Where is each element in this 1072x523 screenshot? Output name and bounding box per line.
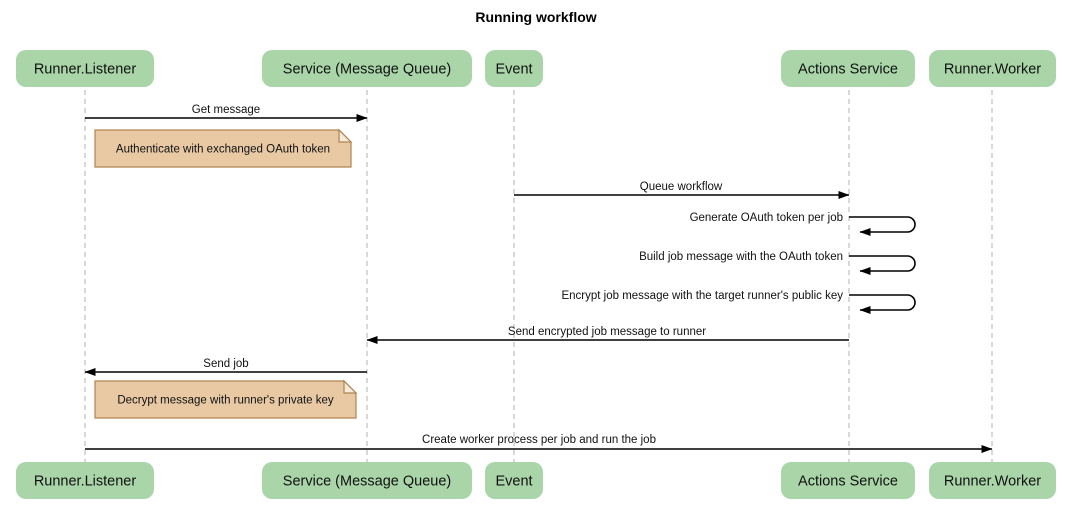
note-fold-corner-icon xyxy=(338,128,353,143)
diagram-title: Running workflow xyxy=(475,9,596,25)
participant-actions-service-top[interactable]: Actions Service xyxy=(781,50,915,87)
message-build-job-message-with-the-oauth-token[interactable]: Build job message with the OAuth token xyxy=(639,251,916,275)
message-label: Create worker process per job and run th… xyxy=(422,434,656,446)
participant-box xyxy=(16,50,154,87)
message-label: Generate OAuth token per job xyxy=(690,212,843,224)
note-authenticate-with-exchanged-oauth-token[interactable]: Authenticate with exchanged OAuth token xyxy=(94,128,353,168)
lifelines-group xyxy=(84,90,993,462)
participant-box xyxy=(485,50,543,87)
participant-box xyxy=(929,462,1056,499)
participant-label: Actions Service xyxy=(798,61,898,77)
participant-box xyxy=(781,462,915,499)
message-label: Get message xyxy=(192,104,260,116)
participant-box xyxy=(781,50,915,87)
participant-label: Runner.Worker xyxy=(944,61,1041,77)
message-label: Send encrypted job message to runner xyxy=(508,326,706,338)
participant-service-message-queue-bottom[interactable]: Service (Message Queue) xyxy=(262,462,472,499)
note-fold-corner-icon xyxy=(343,379,358,394)
participant-label: Actions Service xyxy=(798,473,898,489)
note-label: Decrypt message with runner's private ke… xyxy=(117,395,334,407)
participant-label: Service (Message Queue) xyxy=(283,473,451,489)
self-loop-path xyxy=(849,216,916,236)
message-label: Build job message with the OAuth token xyxy=(639,251,843,263)
participants-bottom-group: Runner.Listener Service (Message Queue) Ev… xyxy=(16,462,1056,499)
message-get-message[interactable]: Get message xyxy=(85,104,368,122)
participant-box xyxy=(16,462,154,499)
participant-label: Service (Message Queue) xyxy=(283,61,451,77)
participant-service-message-queue-top[interactable]: Service (Message Queue) xyxy=(262,50,472,87)
self-loop-path xyxy=(849,294,916,314)
message-send-encrypted-job-message-to-runner[interactable]: Send encrypted job message to runner xyxy=(366,326,849,344)
participant-runner-worker-top[interactable]: Runner.Worker xyxy=(929,50,1056,87)
participant-box xyxy=(262,462,472,499)
participant-event-top[interactable]: Event xyxy=(485,50,543,87)
message-generate-oauth-token-per-job[interactable]: Generate OAuth token per job xyxy=(690,212,916,236)
participant-label: Event xyxy=(495,473,532,489)
message-create-worker-process-per-job-and-run-the-job[interactable]: Create worker process per job and run th… xyxy=(85,434,993,453)
note-body xyxy=(94,380,357,419)
note-label: Authenticate with exchanged OAuth token xyxy=(116,144,330,156)
participant-label: Runner.Listener xyxy=(34,473,137,489)
message-queue-workflow[interactable]: Queue workflow xyxy=(514,181,850,199)
participant-box xyxy=(929,50,1056,87)
participant-event-bottom[interactable]: Event xyxy=(485,462,543,499)
participant-label: Runner.Worker xyxy=(944,473,1041,489)
participant-label: Event xyxy=(495,61,532,77)
note-body xyxy=(94,129,352,168)
participant-label: Runner.Listener xyxy=(34,61,137,77)
participant-box xyxy=(485,462,543,499)
self-loop-path xyxy=(849,255,916,275)
participant-actions-service-bottom[interactable]: Actions Service xyxy=(781,462,915,499)
participant-runner-listener-top[interactable]: Runner.Listener xyxy=(16,50,154,87)
message-encrypt-job-message-with-the-target-runners-public-key[interactable]: Encrypt job message with the target runn… xyxy=(561,290,916,314)
participant-runner-worker-bottom[interactable]: Runner.Worker xyxy=(929,462,1056,499)
participants-top-group: Runner.Listener Service (Message Queue) Ev… xyxy=(16,50,1056,87)
message-label: Send job xyxy=(203,358,248,370)
notes-group: Authenticate with exchanged OAuth tokenD… xyxy=(94,128,358,419)
participant-box xyxy=(262,50,472,87)
message-label: Encrypt job message with the target runn… xyxy=(561,290,843,302)
message-label: Queue workflow xyxy=(640,181,723,193)
participant-runner-listener-bottom[interactable]: Runner.Listener xyxy=(16,462,154,499)
note-decrypt-message-with-runners-private-key[interactable]: Decrypt message with runner's private ke… xyxy=(94,379,358,419)
message-send-job[interactable]: Send job xyxy=(84,358,367,376)
